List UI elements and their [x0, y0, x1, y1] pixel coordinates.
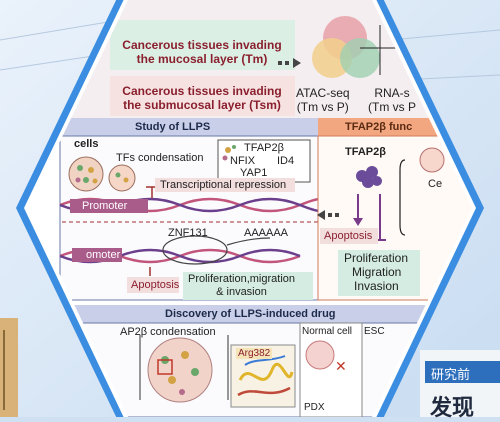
esc-label: ESC: [364, 326, 385, 337]
tfap2b-protein-icon: [356, 166, 382, 188]
promoter-label-2: omoter: [86, 249, 121, 261]
normal-cell-panel: [299, 322, 363, 417]
cell-nucleus-1: [68, 156, 104, 192]
promoter-block-1: [70, 199, 148, 213]
condensation-label: TFs condensation: [116, 152, 204, 164]
outcomes-box-tfap: [338, 250, 420, 296]
rna-label: RNA-s (Tm vs P: [368, 86, 416, 114]
cell-nucleus-2: [108, 164, 136, 192]
apoptosis-label-llps: Apoptosis: [131, 279, 180, 291]
tsm-box: [110, 76, 295, 116]
outcome-proliferation: Proliferation: [344, 251, 409, 265]
apoptosis-box-tfap: [320, 228, 378, 244]
tm-label: Cancerous tissues invading the mucosal l…: [122, 38, 282, 66]
llps-title: Study of LLPS: [135, 121, 211, 133]
dotted-arrow-middle: [317, 210, 339, 220]
promoter-label-1: Promoter: [82, 200, 128, 212]
cells-label: cells: [74, 138, 99, 150]
tf-item-3: ID4: [277, 155, 295, 167]
drug-condensation-label: AP2β condensation: [120, 326, 216, 338]
arg382-label: Arg382: [236, 348, 273, 359]
venn-circle-3: [340, 38, 380, 78]
tsm-label: Cancerous tissues invading the submucosa…: [122, 84, 282, 112]
repression-label: Transcriptional repression: [160, 179, 287, 191]
llps-header-bar: [60, 118, 318, 136]
research-banner-label: 研究前: [431, 367, 471, 382]
tm-box: [110, 20, 295, 70]
proliferation-box-llps: [183, 272, 313, 300]
tfap-cell-label: Ce: [428, 178, 443, 190]
pdx-label: PDX: [304, 402, 325, 413]
normal-cell-icon: [305, 340, 335, 370]
znf131-label: ZNF131: [168, 227, 208, 239]
normal-cell-label: Normal cell: [302, 326, 353, 337]
polya-label: AAAAAA: [244, 227, 289, 239]
drug-title: Discovery of LLPS-induced drug: [165, 308, 336, 320]
atac-label: ATAC-seq (Tm vs P): [296, 86, 350, 114]
tf-item-1: TFAP2β: [244, 142, 284, 154]
promoter-block-2: [72, 248, 122, 262]
apoptosis-label-tfap: Apoptosis: [324, 230, 373, 242]
repression-box: [155, 178, 295, 192]
drug-header-bar: [60, 305, 472, 323]
outcome-migration: Migration: [352, 265, 402, 279]
tf-item-2: NFIX: [230, 155, 256, 167]
condensate-droplet: [147, 337, 213, 403]
znf131-loop: [162, 235, 228, 265]
apoptosis-box-llps: [127, 277, 179, 293]
venn-circle-2: [312, 38, 352, 78]
research-banner: 研究前: [425, 361, 500, 383]
tfap-title: TFAP2β func: [345, 121, 413, 133]
dotted-arrow-top: [278, 58, 301, 68]
proliferation-label-llps: Proliferation,migration & invasion: [188, 273, 295, 298]
cell-icon: [419, 147, 445, 173]
outcome-invasion: Invasion: [354, 279, 399, 293]
tfap-protein-label: TFAP2β: [345, 146, 386, 158]
tf-item-4: YAP1: [240, 167, 268, 179]
discovery-heading: 发现: [430, 395, 475, 420]
cross-icon: ✕: [335, 358, 347, 374]
